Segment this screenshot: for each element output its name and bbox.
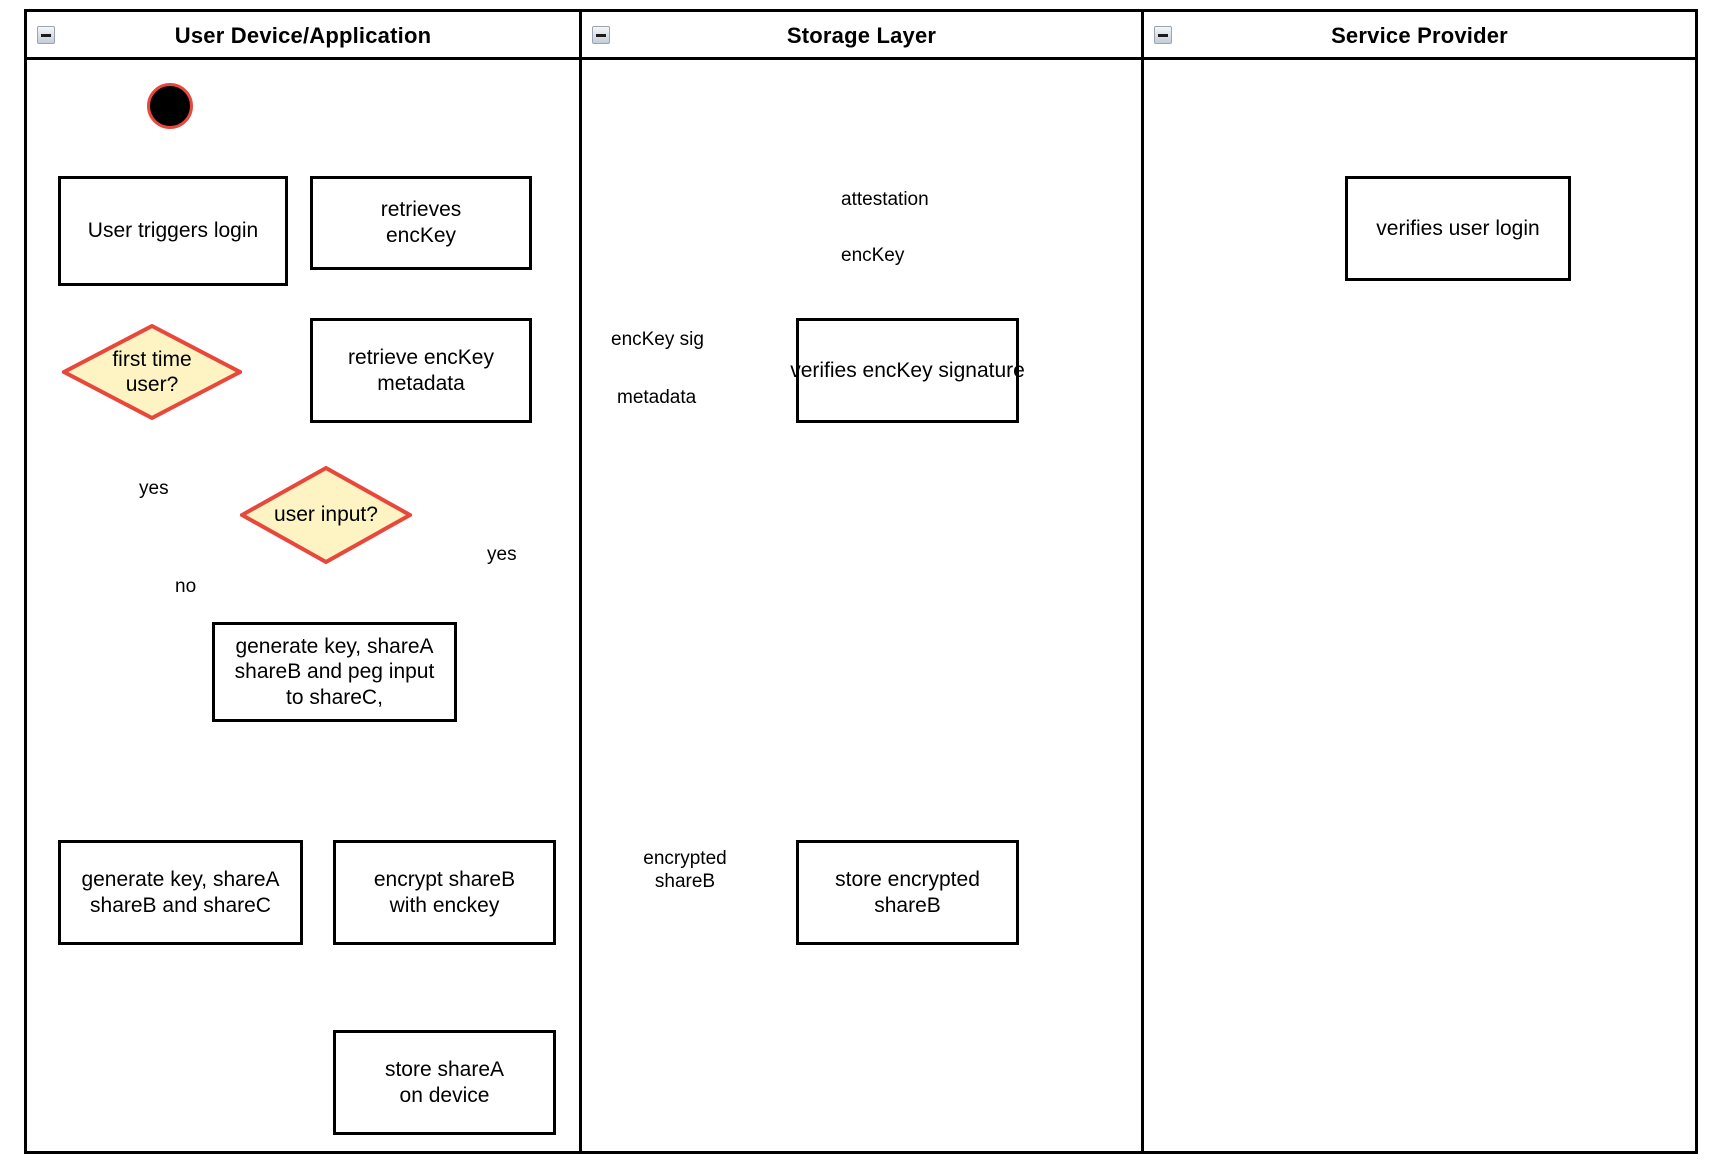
edge-label-no-user-input: no [172,576,200,599]
decision-user-input[interactable]: user input? [240,466,412,564]
lane-divider-1 [579,12,582,1151]
activity-store-sharea-on-device[interactable]: store shareA on device [333,1030,556,1135]
edge-label-encrypted-shareb: encrypted shareB [628,848,742,894]
lane-divider-2 [1141,12,1144,1151]
edge-label-attestation: attestation [838,189,932,212]
decision-label-first-time-user: first time user? [112,347,192,396]
lane-title-storage: Storage Layer [786,23,937,48]
lane-title-user-device: User Device/Application [174,23,432,48]
decision-first-time-user[interactable]: first time user? [62,324,242,420]
activity-retrieve-enckey-metadata[interactable]: retrieve encKey metadata [310,318,532,423]
activity-encrypt-shareb[interactable]: encrypt shareB with enckey [333,840,556,945]
edge-label-enckey-sig: encKey sig [608,329,707,352]
edge-label-yes-user-input: yes [484,544,520,567]
activity-user-triggers-login[interactable]: User triggers login [58,176,288,286]
minus-box-icon-storage[interactable] [592,26,610,44]
diamond-shape-user-input [240,466,412,564]
activity-store-encrypted-shareb[interactable]: store encrypted shareB [796,840,1019,945]
lane-header-user-device[interactable]: User Device/Application [27,12,579,60]
activity-verifies-enckey-signature[interactable]: verifies encKey signature [790,318,1025,423]
lane-header-storage[interactable]: Storage Layer [582,12,1141,60]
lane-header-service-provider[interactable]: Service Provider [1144,12,1695,60]
activity-verifies-user-login[interactable]: verifies user login [1345,176,1571,281]
edge-label-metadata: metadata [614,387,700,410]
activity-generate-key-peg-input[interactable]: generate key, shareA shareB and peg inpu… [212,622,457,722]
minus-box-icon-service-provider[interactable] [1154,26,1172,44]
lane-title-service-provider: Service Provider [1331,23,1508,48]
decision-label-user-input: user input? [274,503,378,527]
edge-label-yes-first-time: yes [136,478,172,501]
start-node[interactable] [147,83,193,129]
activity-generate-key-shares[interactable]: generate key, shareA shareB and shareC [58,840,303,945]
activity-retrieves-enckey[interactable]: retrieves encKey [310,176,532,270]
minus-box-icon-user-device[interactable] [37,26,55,44]
diamond-shape-first-time-user [62,324,242,420]
edge-label-enckey: encKey [838,245,908,268]
swimlane-header-row [27,12,1695,60]
